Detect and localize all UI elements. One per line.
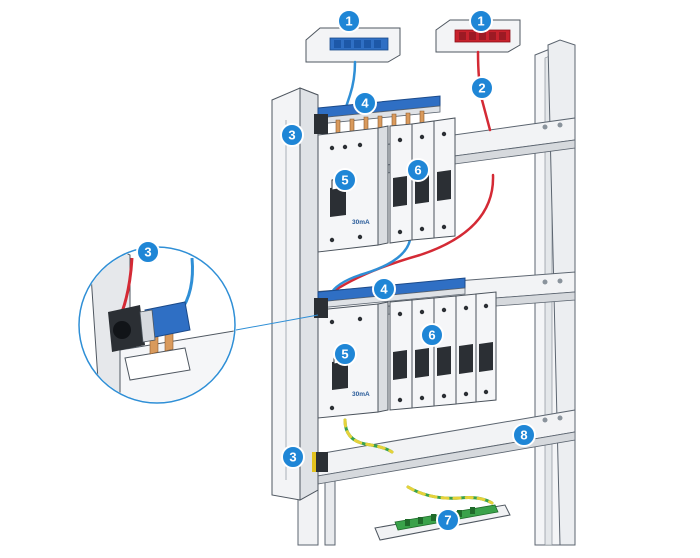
callout-1-neutral-terminal: 1 xyxy=(337,9,361,33)
callout-4-busbar-middle: 4 xyxy=(372,277,396,301)
callout-1-phase-terminal: 1 xyxy=(469,9,493,33)
left-trunking xyxy=(271,87,319,501)
callout-2-phase-wire: 2 xyxy=(470,76,494,100)
trunking-clips xyxy=(312,114,328,472)
callout-8-din-rail: 8 xyxy=(512,423,536,447)
callout-3-zoom: 3 xyxy=(136,240,160,264)
zoom-detail xyxy=(78,246,319,404)
svg-text:6: 6 xyxy=(414,163,421,178)
svg-text:1: 1 xyxy=(477,14,484,29)
svg-text:6: 6 xyxy=(428,328,435,343)
rcd-bottom-rating: 30mA xyxy=(352,391,370,398)
callout-7-earth-bar: 7 xyxy=(436,508,460,532)
svg-text:4: 4 xyxy=(380,282,388,297)
svg-text:3: 3 xyxy=(144,245,151,260)
svg-text:1: 1 xyxy=(345,14,352,29)
svg-text:7: 7 xyxy=(444,513,451,528)
svg-text:5: 5 xyxy=(341,347,348,362)
svg-text:3: 3 xyxy=(288,128,295,143)
callout-5-rcd-middle: 5 xyxy=(333,342,357,366)
breakers-top-row: 30mA xyxy=(317,117,456,253)
svg-text:5: 5 xyxy=(341,173,348,188)
svg-text:2: 2 xyxy=(478,81,485,96)
callout-4-busbar-top: 4 xyxy=(353,91,377,115)
svg-text:4: 4 xyxy=(361,96,369,111)
callout-5-rcd-top: 5 xyxy=(333,168,357,192)
rcd-top-rating: 30mA xyxy=(352,219,370,226)
phase-terminal-block xyxy=(435,19,521,53)
svg-text:3: 3 xyxy=(289,450,296,465)
svg-text:8: 8 xyxy=(520,428,527,443)
callout-3-top-clip: 3 xyxy=(280,123,304,147)
callout-3-bottom-clip: 3 xyxy=(281,445,305,469)
neutral-terminal-block xyxy=(305,27,401,63)
callout-6-mcb-middle: 6 xyxy=(420,323,444,347)
callout-6-mcb-top: 6 xyxy=(406,158,430,182)
